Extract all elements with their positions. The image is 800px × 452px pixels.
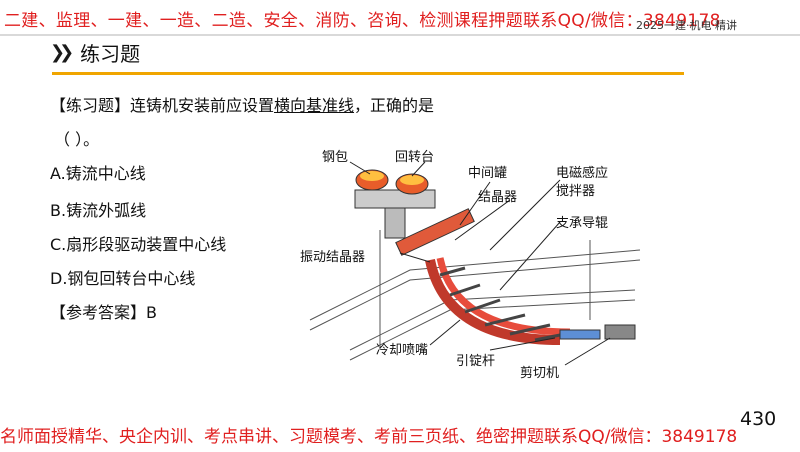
slide-title-bar: ❯❯ 练习题 <box>50 38 140 66</box>
title-underline <box>52 72 684 75</box>
reference-answer: 【参考答案】B <box>50 303 157 322</box>
bottom-promo-banner: 名师面授精华、央企内训、考点串讲、习题模考、考前三页纸、绝密押题联系QQ/微信：… <box>0 427 738 447</box>
option-a: A.铸流中心线 <box>50 164 146 183</box>
option-d: D.钢包回转台中心线 <box>50 269 196 288</box>
header-divider <box>0 34 800 36</box>
continuous-caster-diagram <box>309 161 641 366</box>
label-em-stirrer-2: 搅拌器 <box>556 184 596 199</box>
label-vibrating-mould: 振动结晶器 <box>300 250 366 265</box>
label-cooling-nozzle: 冷却喷嘴 <box>376 343 429 358</box>
question-stem: 【练习题】连铸机安装前应设置横向基准线，正确的是 <box>50 92 434 116</box>
label-dummy-bar: 引锭杆 <box>456 354 496 369</box>
slide-title: 练习题 <box>80 41 141 66</box>
label-tundish: 中间罐 <box>468 166 508 181</box>
question-keyword: 横向基准线 <box>274 96 355 115</box>
ladle-turret <box>354 169 436 239</box>
label-ladle: 钢包 <box>322 150 349 165</box>
double-chevron-icon: ❯❯ <box>50 41 74 63</box>
label-crystallizer: 结晶器 <box>478 190 518 205</box>
answer-blank: （ ）。 <box>54 130 100 149</box>
label-support-roll: 支承导辊 <box>556 216 609 231</box>
course-subtitle: 2025一建·机电·精讲 <box>636 19 737 32</box>
page-number: 430 <box>740 408 777 430</box>
label-shear: 剪切机 <box>520 366 560 381</box>
question-suffix: ，正确的是 <box>354 96 435 115</box>
label-turret: 回转台 <box>395 150 435 165</box>
option-b: B.铸流外弧线 <box>50 201 147 220</box>
top-promo-banner: 二建、监理、一建、一造、二造、安全、消防、咨询、检测课程押题联系QQ/微信：38… <box>4 11 721 31</box>
question-prefix: 【练习题】连铸机安装前应设置 <box>50 96 275 115</box>
label-em-stirrer-1: 电磁感应 <box>556 166 609 181</box>
option-c: C.扇形段驱动装置中心线 <box>50 235 227 254</box>
